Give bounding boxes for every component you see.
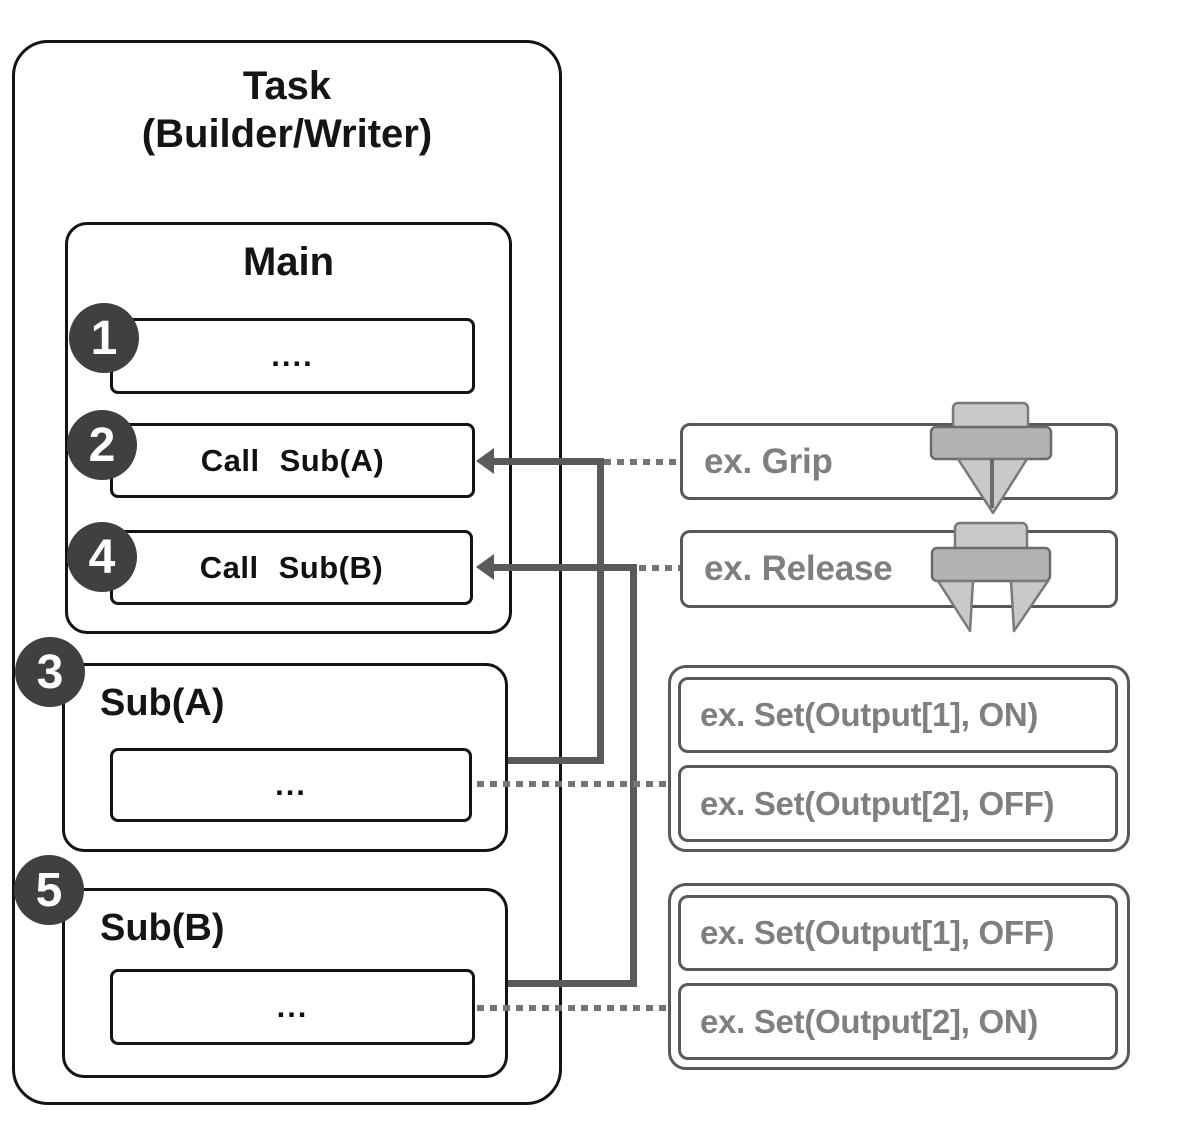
dotted-link-set-a — [477, 781, 668, 787]
example-set-b1-label: ex. Set(Output[1], OFF) — [700, 914, 1055, 951]
example-set-a2-box: ex. Set(Output[2], OFF) — [678, 765, 1118, 842]
sub-b-title: Sub(B) — [100, 907, 225, 949]
sub-a-title: Sub(A) — [100, 682, 225, 724]
example-set-b2-label: ex. Set(Output[2], ON) — [700, 1002, 1039, 1040]
sub-a-body-label: ... — [275, 767, 307, 802]
example-set-a2-label: ex. Set(Output[2], OFF) — [700, 784, 1055, 822]
call-sub-a-label: Call Sub(A) — [200, 442, 385, 478]
task-title-line2: (Builder/Writer) — [141, 112, 433, 156]
connector-b-vertical — [630, 564, 637, 987]
main-step-box-4: Call Sub(B) — [110, 530, 473, 605]
example-set-b1-box: ex. Set(Output[1], OFF) — [678, 895, 1118, 971]
step-number-badge-2: 2 — [67, 410, 137, 480]
gripper-closed-icon — [925, 398, 1060, 520]
example-set-b2-box: ex. Set(Output[2], ON) — [678, 983, 1118, 1060]
example-release-label: ex. Release — [704, 549, 893, 588]
step-number-badge-4: 4 — [67, 522, 137, 592]
gripper-open-icon — [925, 518, 1060, 638]
step-number-badge-3: 3 — [15, 637, 85, 707]
call-sub-b-label: Call Sub(B) — [199, 549, 384, 585]
main-step-label-1: .... — [271, 338, 314, 373]
main-title: Main — [242, 240, 335, 284]
connector-a-horizontal-top — [488, 458, 604, 465]
dotted-link-release — [639, 565, 680, 571]
main-step-box-1: .... — [110, 318, 475, 394]
step-number-4: 4 — [88, 530, 116, 584]
sub-b-body-label: ... — [276, 989, 309, 1024]
step-number-2: 2 — [88, 418, 116, 472]
connector-a-arrowhead — [476, 448, 494, 474]
connector-b-horizontal-top — [488, 564, 637, 571]
step-number-badge-5: 5 — [14, 855, 84, 925]
connector-a-horizontal-bottom — [508, 757, 604, 764]
main-step-box-2: Call Sub(A) — [110, 423, 475, 498]
connector-b-arrowhead — [476, 554, 494, 580]
connector-b-horizontal-bottom — [508, 980, 637, 987]
example-set-a1-box: ex. Set(Output[1], ON) — [678, 677, 1118, 753]
example-grip-label: ex. Grip — [704, 441, 833, 481]
step-number-3: 3 — [36, 645, 64, 699]
dotted-link-grip — [604, 459, 680, 465]
dotted-link-set-b — [477, 1005, 668, 1011]
step-number-1: 1 — [90, 311, 118, 365]
task-title-line1: Task — [242, 64, 332, 108]
sub-a-body-box: ... — [110, 748, 472, 822]
connector-a-vertical — [597, 458, 604, 764]
step-number-5: 5 — [35, 863, 63, 917]
example-set-a1-label: ex. Set(Output[1], ON) — [700, 696, 1039, 733]
sub-b-body-box: ... — [110, 969, 475, 1045]
step-number-badge-1: 1 — [69, 303, 139, 373]
task-title: Task (Builder/Writer) — [12, 62, 562, 158]
